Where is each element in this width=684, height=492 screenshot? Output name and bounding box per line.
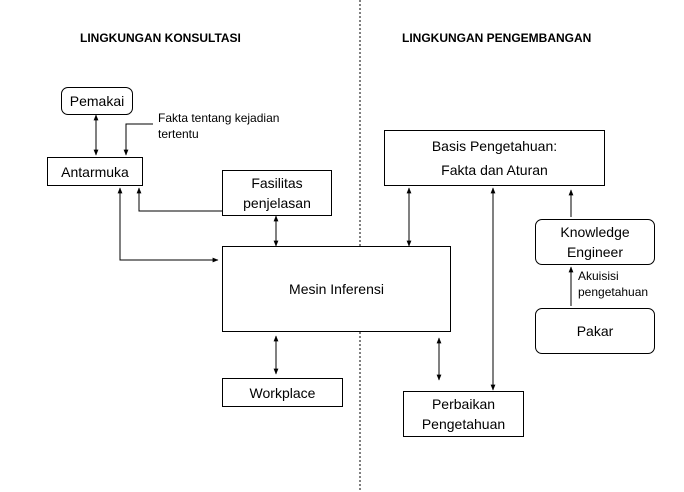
node-mesin-inferensi: Mesin Inferensi	[222, 246, 451, 332]
node-knowledge-engineer: Knowledge Engineer	[535, 219, 655, 265]
node-basis-line2: Fakta dan Aturan	[441, 162, 548, 178]
node-antarmuka: Antarmuka	[47, 157, 143, 186]
node-knowledge-line2: Engineer	[566, 244, 624, 260]
annotation-akuisisi-line2: pengetahuan	[578, 285, 649, 299]
node-perbaikan-line2: Pengetahuan	[421, 416, 506, 432]
node-perbaikan-line1: Perbaikan	[431, 396, 496, 412]
node-perbaikan-pengetahuan: Perbaikan Pengetahuan	[403, 391, 524, 437]
node-pakar: Pakar	[535, 308, 655, 354]
node-basis-pengetahuan: Basis Pengetahuan: Fakta dan Aturan	[384, 130, 605, 186]
heading-lingkungan-konsultasi: LINGKUNGAN KONSULTASI	[80, 31, 241, 45]
arrow-fasilitas-to-antarmuka	[136, 187, 222, 212]
annotation-fakta-line2: tertentu	[158, 127, 199, 141]
node-antarmuka-label: Antarmuka	[61, 163, 129, 180]
node-workplace-label: Workplace	[249, 384, 316, 401]
node-fasilitas-penjelasan: Fasilitas penjelasan	[222, 170, 332, 216]
node-pemakai-label: Pemakai	[69, 93, 125, 109]
node-fasilitas-line1: Fasilitas	[251, 175, 303, 191]
annotation-fakta: Fakta tentang kejadian tertentu	[158, 110, 279, 142]
node-knowledge-line1: Knowledge	[560, 224, 630, 240]
heading-lingkungan-pengembangan: LINGKUNGAN PENGEMBANGAN	[402, 31, 592, 45]
node-mesin-label: Mesin Inferensi	[289, 281, 384, 297]
node-pemakai: Pemakai	[61, 87, 133, 115]
node-basis-line1: Basis Pengetahuan:	[431, 138, 558, 154]
arrow-fakta-to-antarmuka	[123, 123, 153, 156]
annotation-akuisisi: Akuisisi pengetahuan	[578, 268, 648, 300]
arrow-antarmuka-mesin	[117, 187, 219, 263]
annotation-akuisisi-line1: Akuisisi	[578, 269, 619, 283]
node-fasilitas-line2: penjelasan	[243, 195, 311, 211]
node-pakar-label: Pakar	[576, 323, 614, 339]
annotation-fakta-line1: Fakta tentang kejadian	[158, 111, 280, 125]
node-workplace: Workplace	[222, 378, 343, 407]
